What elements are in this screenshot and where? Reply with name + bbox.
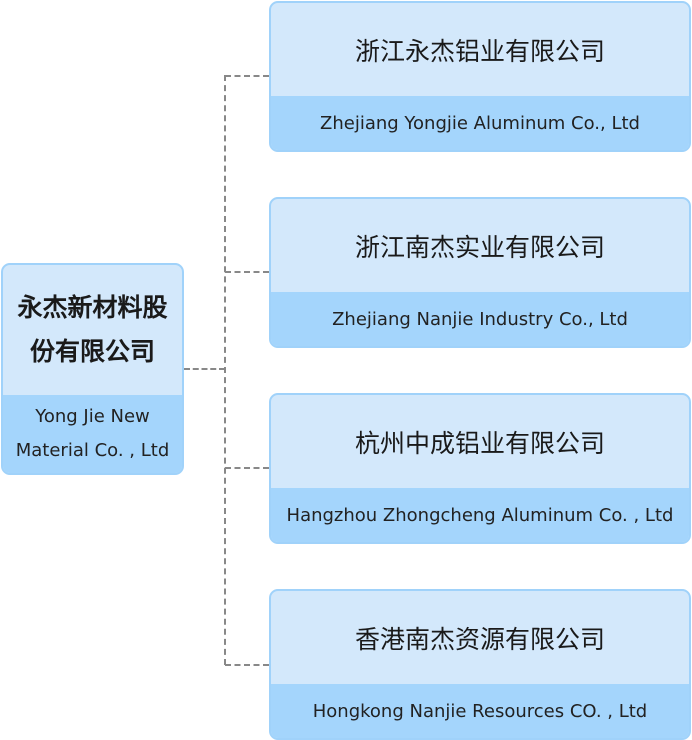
connector-trunk [224,75,226,665]
subsidiary-name-zh: 香港南杰资源有限公司 [354,624,605,654]
subsidiary-name-zh: 浙江南杰实业有限公司 [354,232,605,262]
subsidiary-node: 香港南杰资源有限公司 Hongkong Nanjie Resources CO.… [269,589,691,740]
connector-child-1 [225,75,269,77]
subsidiary-node: 浙江南杰实业有限公司 Zhejiang Nanjie Industry Co.,… [269,197,691,348]
connector-child-2 [225,271,269,273]
connector-child-4 [225,664,269,666]
subsidiary-name-zh: 杭州中成铝业有限公司 [354,428,605,458]
parent-name-zh: 永杰新材料股份有限公司 [17,293,168,366]
subsidiary-name-zh: 浙江永杰铝业有限公司 [354,36,605,66]
subsidiary-name-en: Hongkong Nanjie Resources CO. , Ltd [271,684,689,738]
connector-parent [184,368,225,370]
subsidiary-name-en: Zhejiang Yongjie Aluminum Co., Ltd [271,96,689,150]
parent-company-node: 永杰新材料股份有限公司 Yong Jie New Material Co. , … [1,263,184,475]
subsidiary-name-en: Hangzhou Zhongcheng Aluminum Co. , Ltd [271,488,689,542]
subsidiary-node: 杭州中成铝业有限公司 Hangzhou Zhongcheng Aluminum … [269,393,691,544]
subsidiary-name-en: Zhejiang Nanjie Industry Co., Ltd [271,292,689,346]
subsidiary-node: 浙江永杰铝业有限公司 Zhejiang Yongjie Aluminum Co.… [269,1,691,152]
connector-child-3 [225,467,269,469]
parent-name-en: Yong Jie New Material Co. , Ltd [3,395,182,473]
